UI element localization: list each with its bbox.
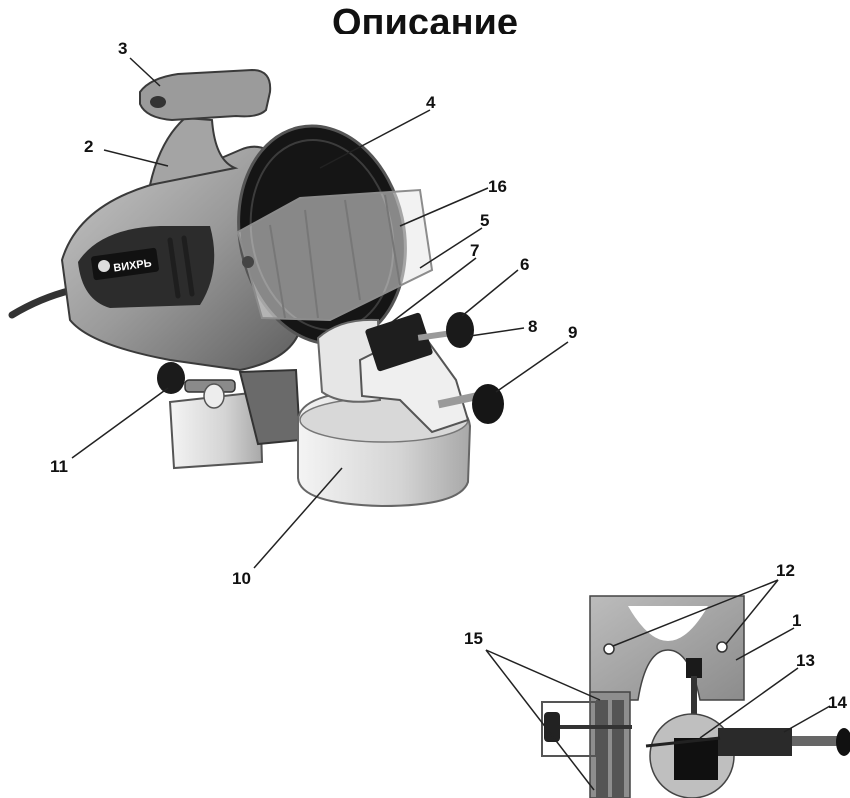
callout-3: 3: [118, 39, 127, 58]
mounting-hole-left: [603, 643, 615, 655]
chain-guide: [645, 736, 721, 748]
callout-16: 16: [488, 177, 507, 196]
callout-8: 8: [528, 317, 537, 336]
disk-block: [674, 738, 718, 780]
brand-text: ВИХРЬ: [113, 257, 153, 274]
handle-hole: [150, 96, 166, 108]
callout-7: 7: [470, 241, 479, 260]
detail-inset: [541, 595, 850, 798]
callout-5: 5: [480, 211, 489, 230]
adjust-handle: [544, 712, 560, 742]
rod-9: [437, 391, 481, 409]
callout-14: 14: [828, 693, 847, 712]
base-left: [168, 390, 264, 470]
vent-slots: [167, 235, 195, 299]
clamp-block: [365, 312, 433, 372]
callout-2: 2: [84, 137, 93, 156]
callout-6: 6: [520, 255, 529, 274]
guard-screw: [242, 256, 254, 268]
callout-11: 11: [50, 457, 68, 476]
power-cord: [8, 286, 76, 319]
transparent-guard: [236, 188, 434, 322]
brand-logo-icon: [98, 260, 110, 272]
knob-6: [446, 312, 474, 348]
mounting-plate: [589, 595, 745, 701]
leader-lines: [71, 57, 569, 569]
callout-15: 15: [464, 629, 483, 648]
brand-badge: [91, 247, 159, 281]
inset-leader-lines: [485, 579, 831, 791]
callout-1: 1: [792, 611, 801, 630]
callout-4: 4: [426, 93, 436, 112]
guard-ribs: [269, 194, 401, 319]
mounting-hole-right: [716, 641, 728, 653]
tensioner-body: [718, 728, 792, 756]
grinder-machine: ВИХРЬ: [8, 68, 504, 508]
callout-9: 9: [568, 323, 577, 342]
callout-13: 13: [796, 651, 815, 670]
guide-rail-right: [612, 700, 624, 798]
top-handle: [139, 68, 272, 122]
guide-rail-left: [596, 700, 608, 798]
tensioner-rod: [792, 736, 840, 746]
center-adjuster: [686, 658, 702, 678]
callout-10: 10: [232, 569, 251, 588]
callout-12: 12: [776, 561, 795, 580]
page-title: Описание: [331, 2, 519, 34]
tensioner-knob: [836, 728, 850, 756]
knob-11: [157, 362, 185, 394]
knob-9: [472, 384, 504, 424]
left-bolt-cap: [203, 383, 225, 409]
